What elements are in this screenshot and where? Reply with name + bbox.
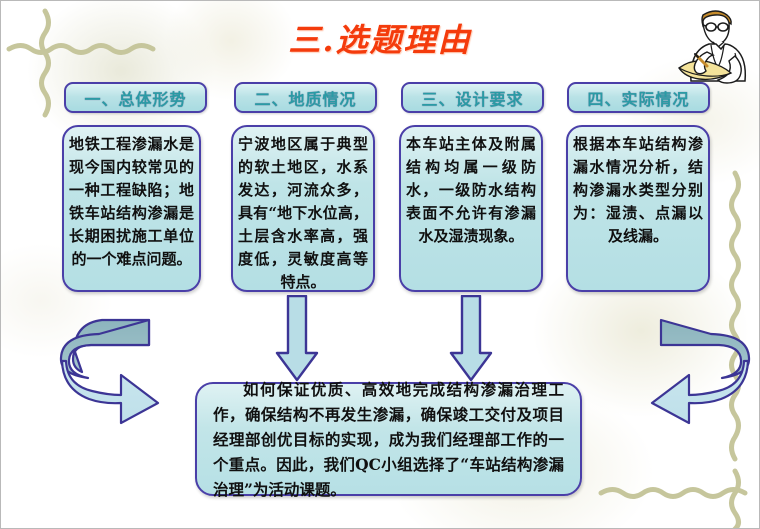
wavy-cross-decoration-bottom-right bbox=[598, 468, 759, 528]
column-header-3: 三、设计要求 bbox=[401, 82, 544, 113]
arrow-down-icon-right bbox=[449, 295, 493, 383]
column-header-1: 一、总体形势 bbox=[64, 82, 207, 113]
column-body-3-text: 本车站主体及附属结构均属一级防水，一级防水结构表面不允许有渗漏水及湿渍现象。 bbox=[406, 135, 536, 245]
summary-text: 如何保证优质、高效地完成结构渗漏治理工作，确保结构不再发生渗漏，确保竣工交付及项… bbox=[213, 379, 564, 499]
curved-arrow-left-icon bbox=[593, 317, 751, 427]
arrow-down-icon-left bbox=[275, 295, 319, 383]
column-header-2-label: 二、地质情况 bbox=[254, 89, 357, 109]
column-body-3: 本车站主体及附属结构均属一级防水，一级防水结构表面不允许有渗漏水及湿渍现象。 bbox=[399, 125, 543, 292]
column-body-2: 宁波地区属于典型的软土地区，水系发达，河流众多，具有“地下水位高，土层含水率高，… bbox=[231, 125, 375, 292]
column-body-1: 地铁工程渗漏水是现今国内较常见的一种工程缺陷；地铁车站结构渗漏是长期困扰施工单位… bbox=[62, 125, 201, 292]
page-title: 三.选题理由 bbox=[288, 21, 472, 59]
column-header-1-label: 一、总体形势 bbox=[84, 89, 187, 109]
column-header-4-label: 四、实际情况 bbox=[587, 89, 690, 109]
column-body-4: 根据本车站结构渗漏水情况分析，结构渗漏水类型分别为：湿渍、点漏以及线漏。 bbox=[566, 125, 710, 292]
column-body-1-text: 地铁工程渗漏水是现今国内较常见的一种工程缺陷；地铁车站结构渗漏是长期困扰施工单位… bbox=[69, 135, 194, 268]
summary-box: 如何保证优质、高效地完成结构渗漏治理工作，确保结构不再发生渗漏，确保竣工交付及项… bbox=[195, 380, 582, 499]
column-body-4-text: 根据本车站结构渗漏水情况分析，结构渗漏水类型分别为：湿渍、点漏以及线漏。 bbox=[573, 135, 703, 245]
column-header-3-label: 三、设计要求 bbox=[421, 89, 524, 109]
curved-arrow-right-icon bbox=[59, 317, 217, 427]
column-header-2: 二、地质情况 bbox=[234, 82, 377, 113]
column-body-2-text: 宁波地区属于典型的软土地区，水系发达，河流众多，具有“地下水位高，土层含水率高，… bbox=[238, 135, 368, 291]
column-header-4: 四、实际情况 bbox=[567, 82, 710, 113]
